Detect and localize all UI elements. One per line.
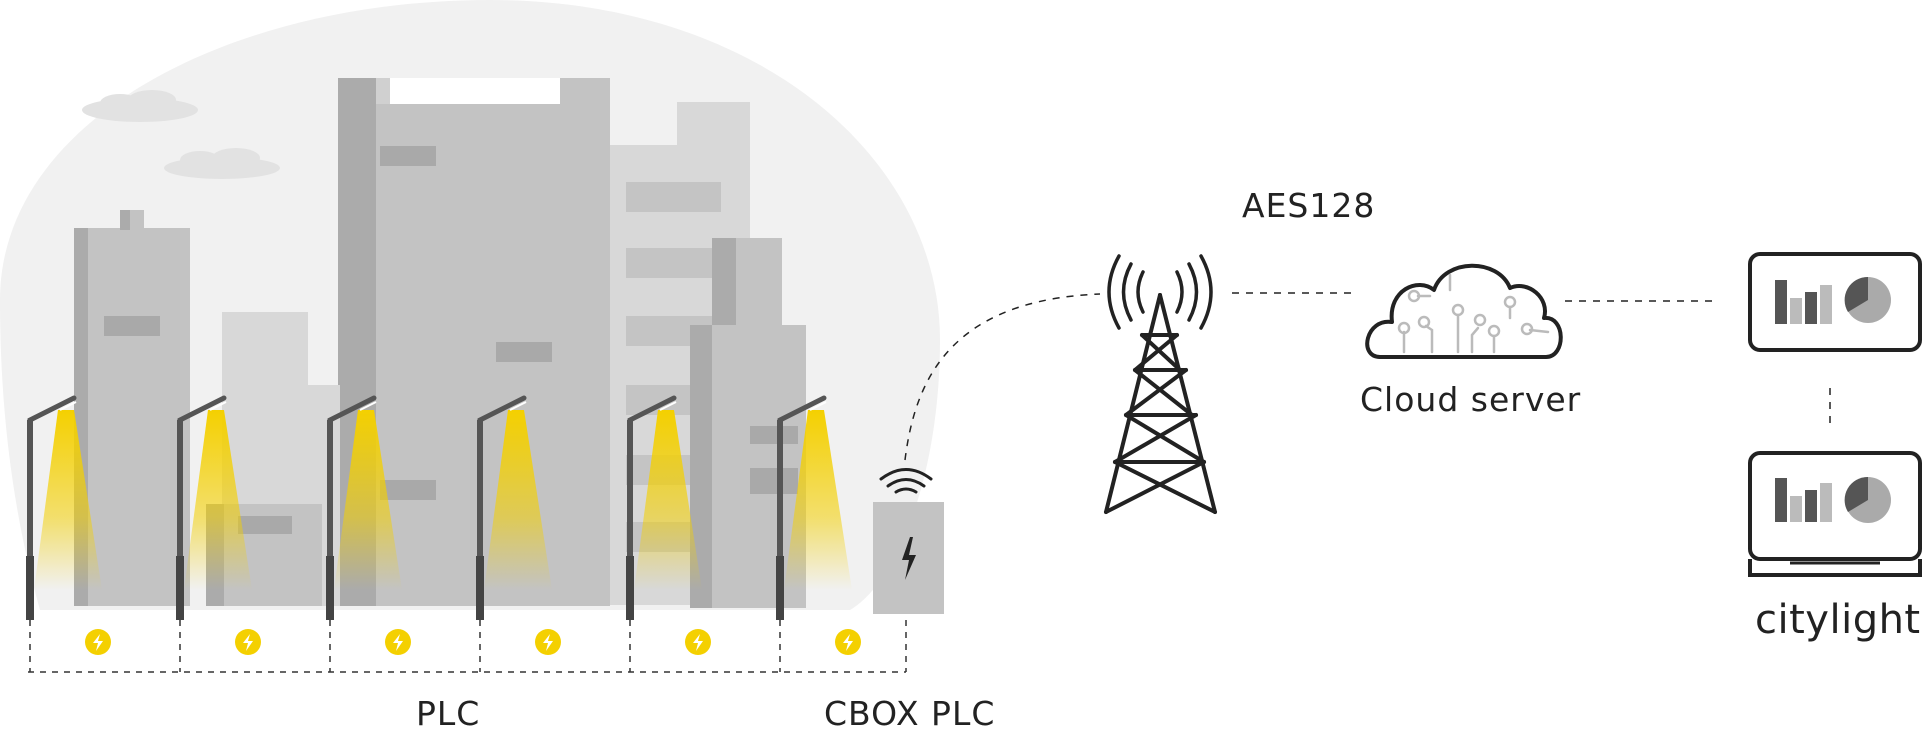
wifi-signal-icon <box>879 468 933 494</box>
lightning-bolt-icon <box>535 629 561 655</box>
cbox-plc-controller <box>873 468 944 614</box>
cloud-shape-2 <box>164 148 280 179</box>
cloud-server-label: Cloud server <box>1360 380 1582 419</box>
street-lamp-icon <box>26 395 102 620</box>
wireless-links <box>904 292 1831 461</box>
plc-label: PLC <box>416 694 481 733</box>
street-lamp-icon <box>626 395 702 620</box>
cloud-circuit-icon <box>1365 263 1563 359</box>
street-lamp-icon <box>176 395 252 620</box>
link-cbox-tower <box>904 293 1101 461</box>
lightning-bolt-icon <box>685 629 711 655</box>
plc-bus <box>28 620 907 673</box>
lightning-bolt-icon <box>235 629 261 655</box>
lightning-bolt-icon <box>385 629 411 655</box>
lightning-bolt-icon <box>835 629 861 655</box>
sky-clouds <box>82 90 280 179</box>
monitor-dashboard-icon <box>1748 252 1922 352</box>
street-lamp-icon <box>476 395 552 620</box>
lightning-bolt-icon <box>902 537 916 580</box>
radio-tower-icon <box>1104 254 1217 514</box>
brand-label: citylight <box>1755 597 1921 643</box>
street-lamp-icon <box>326 395 402 620</box>
laptop-dashboard-icon <box>1748 451 1922 577</box>
cbox-plc-label: CBOX PLC <box>824 694 996 733</box>
cloud-shape-1 <box>82 90 198 122</box>
lightning-bolt-icon <box>85 629 111 655</box>
street-lamps <box>26 395 861 655</box>
encryption-label: AES128 <box>1242 186 1376 225</box>
street-lamp-icon <box>776 395 852 620</box>
building-right-stepped <box>690 238 806 608</box>
